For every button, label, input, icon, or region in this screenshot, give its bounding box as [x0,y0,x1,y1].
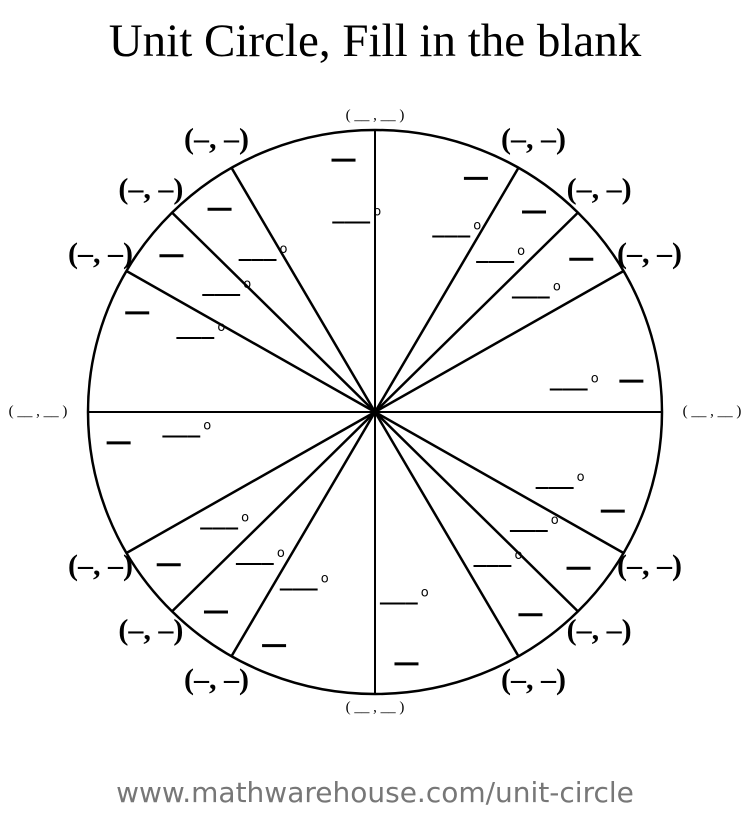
degree-blank: ___ [476,239,514,263]
coordinate-label: ( __ , __ ) [683,403,742,419]
coordinate-label: (–, –) [118,614,183,647]
degree-blank: ___ [550,367,588,391]
degree-symbol: o [553,280,561,295]
radius-line [373,411,520,657]
degree-symbol: o [217,320,225,335]
coordinate-label: (–, –) [184,663,249,696]
degree-symbol: o [473,218,481,233]
radius-line [230,167,377,413]
radius-line [171,411,376,613]
radius-line [373,167,520,413]
source-url: www.mathwarehouse.com/unit-circle [116,776,634,809]
degree-blank: ___ [332,200,370,224]
coordinate-label: ( __ , __ ) [346,699,405,715]
degree-blank: ___ [510,508,548,532]
degree-symbol: o [241,510,249,525]
center-point [372,409,378,415]
degree-symbol: o [514,548,522,563]
radius-line [125,269,376,414]
coordinate-label: ( __ , __ ) [9,403,68,419]
degree-blank: ___ [280,567,318,591]
coordinate-label: (–, –) [501,123,566,156]
radius-line [125,410,376,555]
radius-line [374,411,579,613]
degree-blank: ___ [380,580,418,604]
radius-line [171,211,376,413]
radius-line [374,211,579,413]
degree-symbol: o [280,242,288,257]
coordinate-label: (–, –) [617,549,682,582]
coordinate-label: (–, –) [68,549,133,582]
degree-blank: ___ [536,465,574,489]
degree-symbol: o [321,572,329,587]
degree-symbol: o [517,244,525,259]
degree-symbol: o [277,546,285,561]
degree-blank: ___ [162,413,200,437]
degree-blank: ___ [200,505,238,529]
coordinate-label: ( __ , __ ) [346,107,405,123]
radius-line [374,269,625,414]
coordinate-label: (–, –) [501,663,566,696]
degree-symbol: o [577,470,585,485]
degree-blank: ___ [512,275,550,299]
degree-symbol: o [591,372,599,387]
radius-line [374,410,625,555]
degree-blank: ___ [236,541,274,565]
coordinate-label: (–, –) [68,237,133,270]
coordinate-label: (–, –) [567,172,632,205]
degree-symbol: o [203,418,211,433]
coordinate-label: (–, –) [184,123,249,156]
degree-blank: ___ [432,213,470,237]
coordinate-label: (–, –) [118,172,183,205]
degree-symbol: o [243,277,251,292]
degree-symbol: o [421,585,429,600]
coordinate-label: (–, –) [567,614,632,647]
coordinate-label: (–, –) [617,237,682,270]
degree-symbol: o [373,205,381,220]
degree-blank: ___ [473,543,511,567]
radius-line [230,411,377,657]
degree-blank: ___ [176,315,214,339]
degree-blank: ___ [202,272,240,296]
degree-blank: ___ [239,237,277,261]
degree-symbol: o [551,513,559,528]
page-title: Unit Circle, Fill in the blank [108,15,642,67]
